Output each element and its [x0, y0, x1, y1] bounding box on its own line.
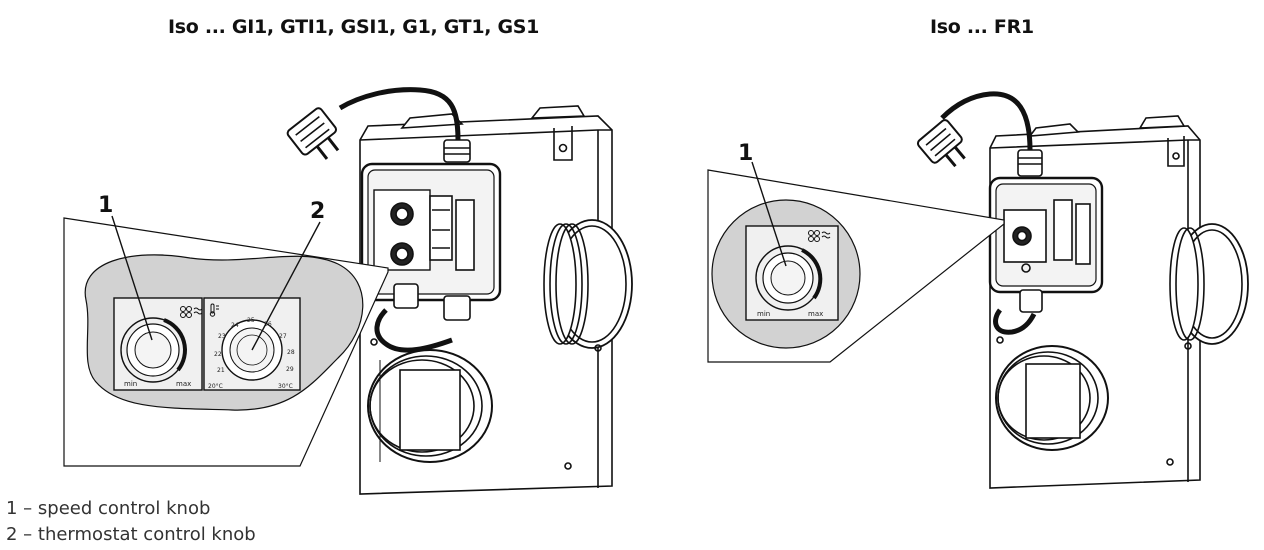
thermostat-scale-21: 21 — [217, 367, 225, 374]
right-speed-max-label: max — [808, 310, 823, 318]
right-speed-dial-panel: min max — [745, 225, 839, 321]
left-speed-dial-panel: min max — [113, 297, 203, 391]
right-magnifier-callout: min max 1 — [707, 141, 1005, 363]
thermostat-scale-20: 20°C — [208, 383, 223, 390]
legend-item-thermostat-knob: 2 – thermostat control knob — [6, 524, 256, 545]
thermostat-scale-28: 28 — [287, 349, 295, 356]
callout-number-speed-left: 1 — [98, 193, 113, 218]
left-speed-min-label: min — [124, 380, 137, 388]
left-thermostat-dial-panel: 20°C 21 22 23 24 25 26 27 28 29 30°C — [203, 297, 301, 391]
title-models-gi1-group: Iso ... GI1, GTI1, GSI1, G1, GT1, GS1 — [168, 16, 540, 38]
title-models-fr1: Iso ... FR1 — [930, 16, 1034, 38]
right-fan-unit — [916, 91, 1249, 489]
fan-speed-icon — [180, 306, 203, 318]
thermometer-icon — [209, 303, 219, 317]
left-speed-max-label: max — [176, 380, 191, 388]
thermostat-scale-25: 25 — [247, 317, 255, 324]
left-magnifier-callout: min max 20°C 21 22 23 24 25 26 — [63, 193, 389, 467]
thermostat-scale-27: 27 — [279, 333, 287, 340]
left-fan-unit — [286, 87, 633, 495]
callout-number-thermostat-left: 2 — [310, 199, 325, 224]
thermostat-scale-26: 26 — [264, 321, 272, 328]
thermostat-scale-22: 22 — [214, 351, 222, 358]
right-speed-min-label: min — [757, 310, 770, 318]
thermostat-scale-24: 24 — [231, 322, 239, 329]
legend-item-speed-knob: 1 – speed control knob — [6, 498, 211, 519]
thermostat-scale-29: 29 — [286, 366, 294, 373]
thermostat-scale-30: 30°C — [278, 383, 293, 390]
callout-number-speed-right: 1 — [738, 141, 753, 166]
thermostat-scale-23: 23 — [218, 333, 226, 340]
fan-speed-icon — [808, 230, 831, 242]
